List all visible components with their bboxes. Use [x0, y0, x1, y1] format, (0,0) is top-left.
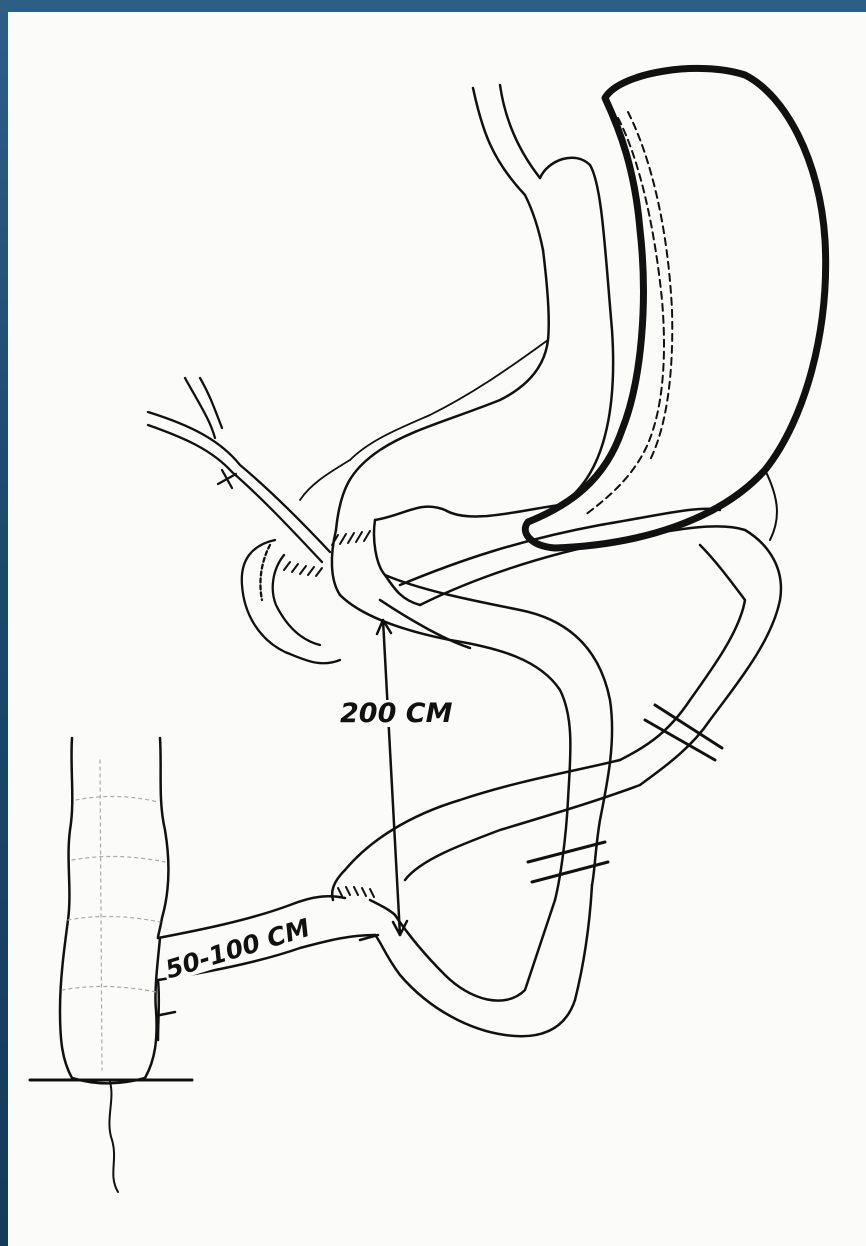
limb-length-label-200: 200 CM — [338, 700, 454, 727]
rectal-transection — [30, 1080, 192, 1192]
biliopancreatic-limb — [400, 509, 781, 785]
gastric-pouch — [332, 158, 613, 605]
colon — [60, 738, 168, 1083]
duodenal-staple-line — [284, 562, 322, 576]
omentum — [300, 340, 548, 500]
gastrojejunal-anastomosis — [332, 531, 370, 545]
bile-duct — [148, 378, 330, 562]
esophagus — [473, 85, 543, 250]
ileal-anastomosis — [338, 887, 374, 897]
duodenal-stump — [242, 540, 340, 663]
common-channel — [332, 760, 640, 1036]
colon-haustra — [62, 760, 165, 1070]
remnant-stomach — [525, 68, 825, 548]
measurement-arrow-200 — [377, 620, 407, 935]
